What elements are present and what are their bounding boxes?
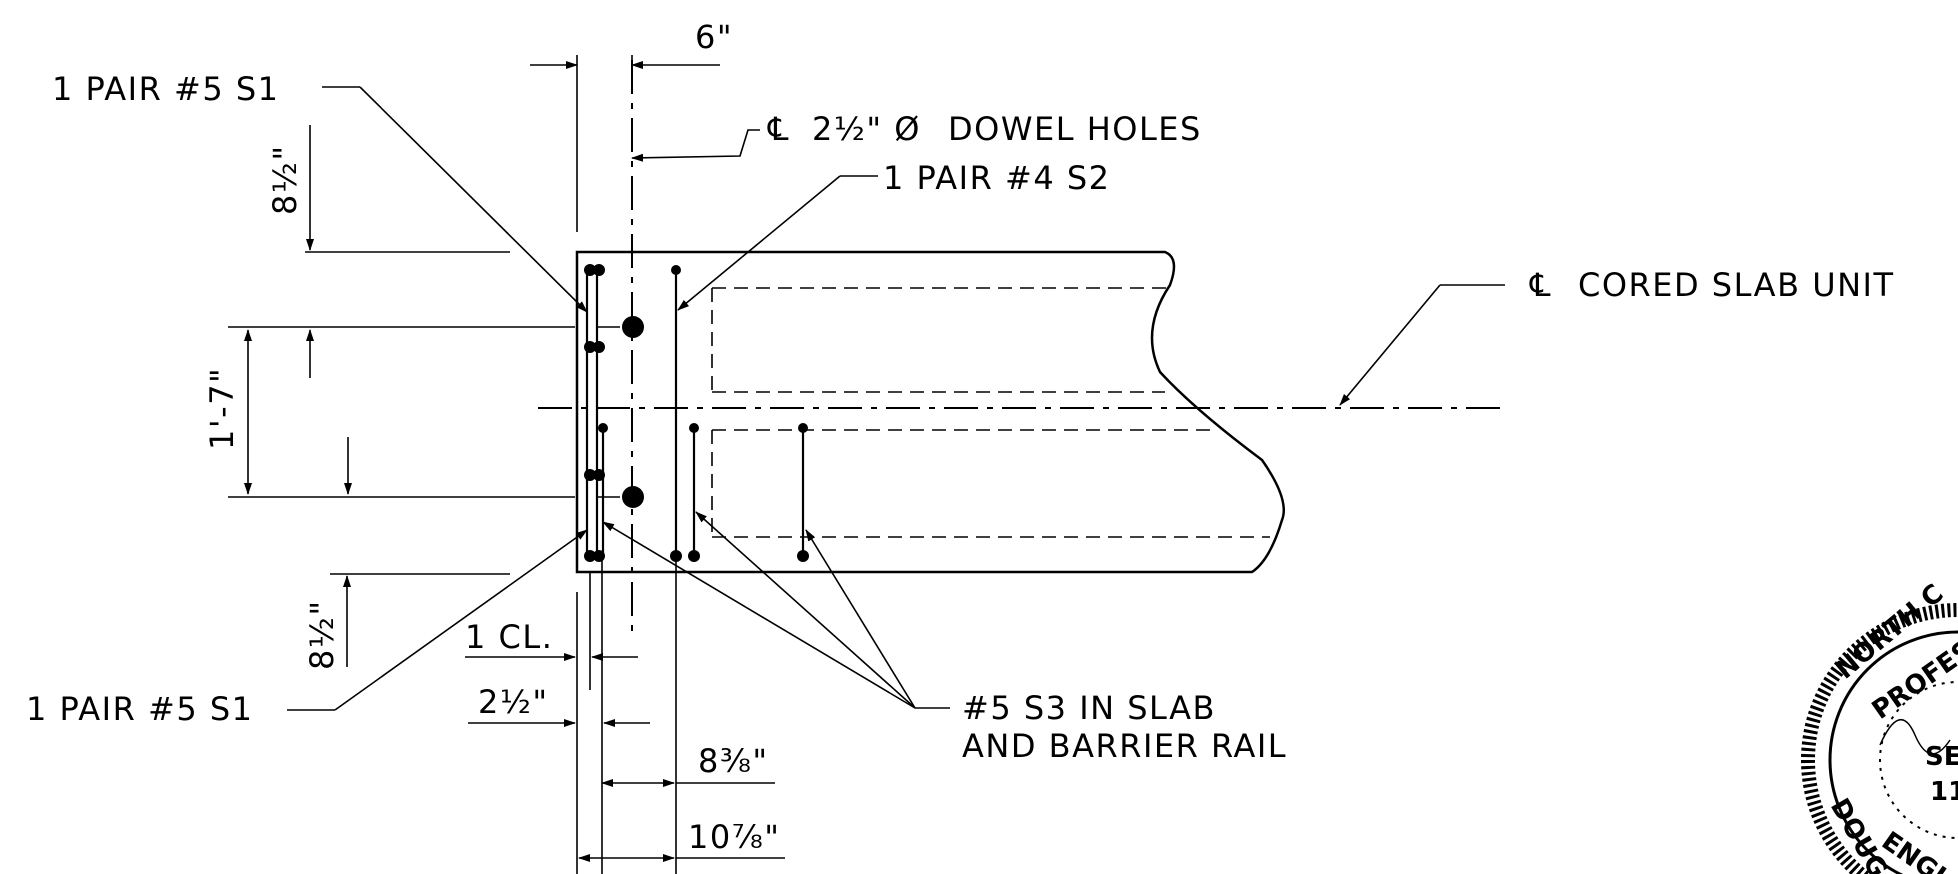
pair-s1-bottom-text: 1 PAIR #5 S1 xyxy=(26,690,254,728)
label-dowel-holes: ℄ 2½" Ø DOWEL HOLES xyxy=(631,110,1202,162)
void-outline-bottom xyxy=(711,429,1270,538)
dowel-cl-symbol: ℄ xyxy=(767,110,790,148)
rebar-s1-pair xyxy=(584,264,608,562)
seal-text-se: SE xyxy=(1925,742,1958,772)
seal-signature xyxy=(1879,718,1951,755)
dim-8-3-8-label: 8⅜" xyxy=(698,742,769,780)
dim-bottom-8half: 8½" xyxy=(303,575,351,670)
slab-outline xyxy=(575,250,1286,574)
edge-extension-lines xyxy=(576,55,677,874)
seal-text-num: 113 xyxy=(1930,777,1958,807)
dim-1ft7-label: 1'-7" xyxy=(203,367,241,450)
dim-2half: 2½" xyxy=(468,683,650,727)
pair-s1-top-text: 1 PAIR #5 S1 xyxy=(52,70,280,108)
dim-clear-cover: 1 CL. xyxy=(465,618,638,661)
dim-6in-label: 6" xyxy=(695,18,733,56)
dowel-holes xyxy=(622,316,644,508)
dim-10-7-8: 10⅞" xyxy=(578,818,785,862)
slab-cl-symbol: ℄ xyxy=(1529,266,1552,304)
horizontal-extension-lines xyxy=(228,251,620,575)
label-pair-s1-bottom: 1 PAIR #5 S1 xyxy=(26,529,588,728)
label-pair-s2: 1 PAIR #4 S2 xyxy=(677,159,1111,311)
void-outline-top xyxy=(711,287,1170,393)
dowel-holes-text: DOWEL HOLES xyxy=(948,110,1202,148)
dim-6in: 6" xyxy=(530,18,733,80)
dowel-size-text: 2½" Ø xyxy=(812,110,921,148)
dim-top-8half-label: 8½" xyxy=(266,144,304,215)
label-pair-s1-top: 1 PAIR #5 S1 xyxy=(52,70,588,313)
label-cored-slab-unit: ℄ CORED SLAB UNIT xyxy=(1339,266,1895,406)
rebar-s2-pair xyxy=(670,265,682,562)
dim-1ft7: 1'-7" xyxy=(203,329,352,495)
dim-10-7-8-label: 10⅞" xyxy=(688,818,780,856)
s3-line1-text: #5 S3 IN SLAB xyxy=(962,689,1216,727)
dim-top-8half: 8½" xyxy=(266,125,314,251)
engineer-seal: NORTH C PROFES SE 113 ENGI DOUG xyxy=(1801,579,1958,874)
dim-2half-label: 2½" xyxy=(478,683,549,721)
cored-slab-unit-text: CORED SLAB UNIT xyxy=(1578,266,1895,304)
dim-clear-cover-label: 1 CL. xyxy=(465,618,553,656)
rebar-s3 xyxy=(688,423,809,562)
dim-8-3-8: 8⅜" xyxy=(601,742,775,787)
dim-bottom-8half-label: 8½" xyxy=(303,599,341,670)
pair-s2-text: 1 PAIR #4 S2 xyxy=(883,159,1111,197)
s3-line2-text: AND BARRIER RAIL xyxy=(962,727,1287,765)
label-s3: #5 S3 IN SLAB AND BARRIER RAIL xyxy=(602,511,1287,765)
